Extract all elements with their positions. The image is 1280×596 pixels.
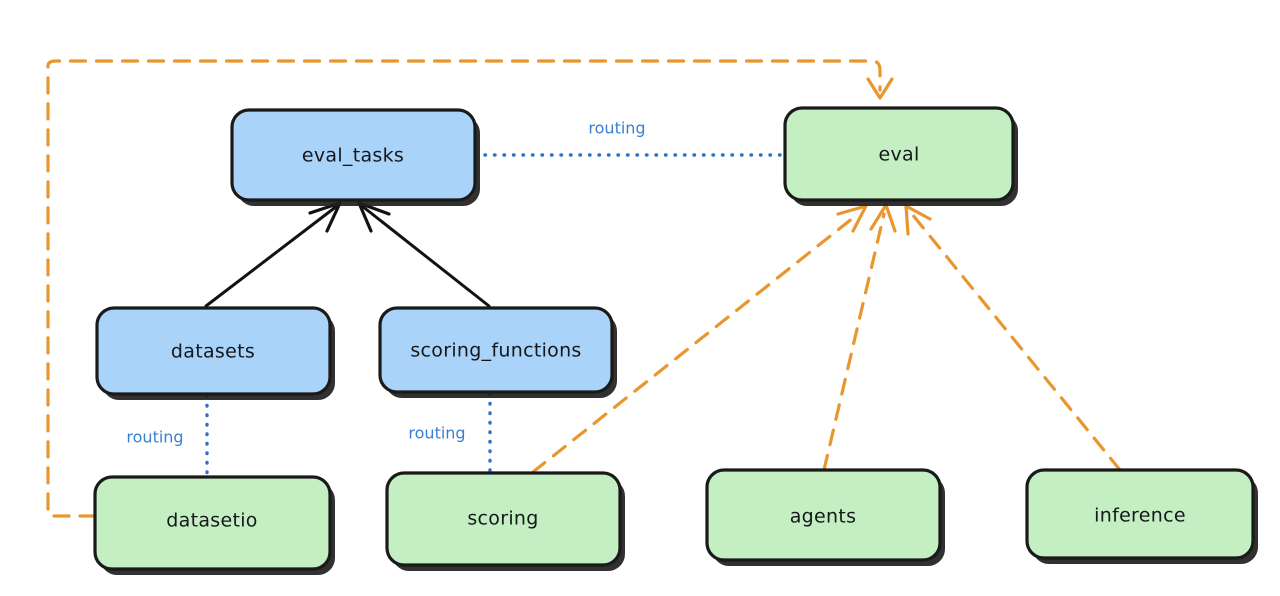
node-agents[interactable]: agents: [705, 468, 945, 566]
node-scoring-functions[interactable]: scoring_functions: [378, 306, 617, 398]
node-datasets[interactable]: datasets: [95, 306, 335, 400]
node-inference-label: inference: [1094, 505, 1186, 527]
node-scoring-label: scoring: [467, 508, 538, 530]
node-layer: eval_tasks eval datasets scoring_functio…: [93, 106, 1258, 575]
node-inference[interactable]: inference: [1025, 468, 1258, 564]
node-eval-tasks-label: eval_tasks: [302, 145, 404, 167]
node-eval-tasks[interactable]: eval_tasks: [230, 108, 480, 206]
edge-agents-eval: [822, 203, 897, 472]
node-datasetio-box: [93, 475, 332, 571]
node-agents-label: agents: [790, 506, 857, 528]
node-scoring[interactable]: scoring: [385, 471, 625, 571]
node-eval-label: eval: [878, 144, 919, 166]
node-scoring-functions-label: scoring_functions: [410, 340, 581, 362]
edge-scoringfunctions-evaltasks: [357, 201, 491, 308]
edge-datasets-evaltasks: [204, 201, 342, 308]
node-eval[interactable]: eval: [783, 106, 1018, 206]
edge-layer: [46, 59, 1122, 518]
node-datasetio[interactable]: datasetio: [93, 475, 335, 575]
node-scoring-box: [385, 471, 622, 567]
node-datasetio-label: datasetio: [166, 510, 257, 532]
node-eval-tasks-box: [230, 108, 477, 202]
node-datasets-box: [95, 306, 332, 396]
edge-inference-eval: [904, 204, 1122, 472]
node-eval-box: [783, 106, 1015, 202]
edge-label-routing-scoring: routing: [408, 424, 465, 443]
edge-label-routing-eval: routing: [588, 119, 645, 138]
edge-datasetio-eval: [46, 59, 894, 518]
edge-label-routing-datasetio: routing: [126, 428, 183, 447]
node-datasets-label: datasets: [171, 341, 255, 363]
edge-label-layer: routing routing routing: [126, 119, 645, 447]
node-inference-box: [1025, 468, 1255, 560]
node-agents-box: [705, 468, 942, 562]
node-scoring-functions-box: [378, 306, 614, 394]
